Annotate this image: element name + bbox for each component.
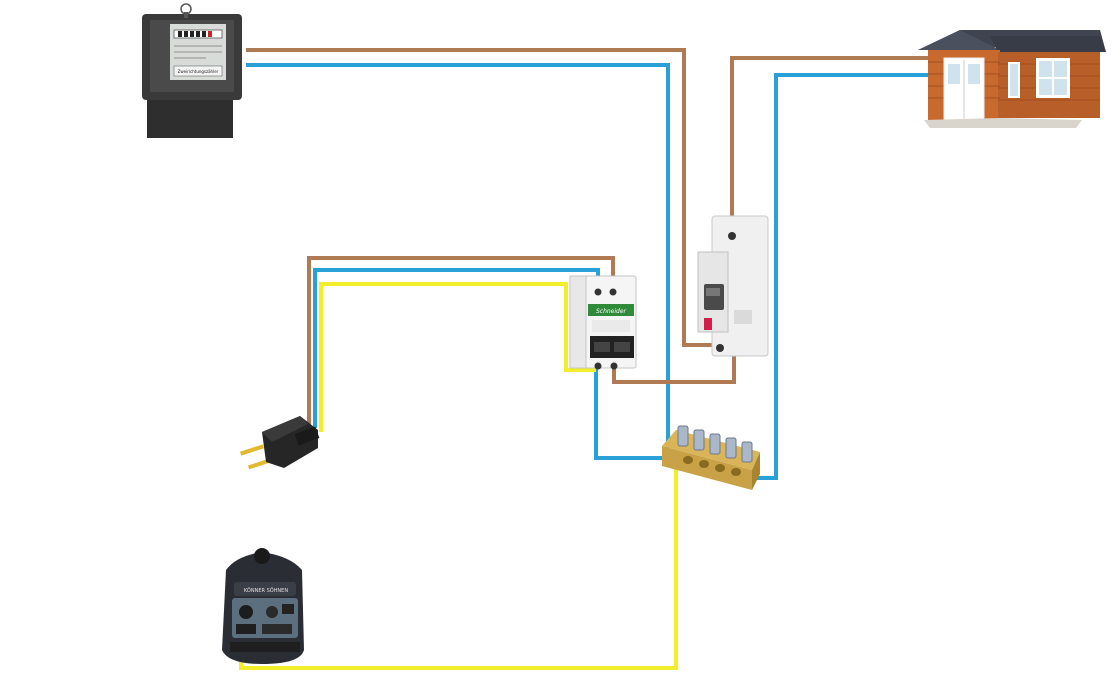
garden-house-icon [918,30,1106,128]
wire-blue-plug-to-double-breaker [313,268,600,428]
wire-yellow-generator-to-busbar [239,462,678,670]
double-breaker-brand: Schneider [596,308,627,315]
wire-brown-plug-to-double-breaker [307,256,615,428]
meter-label: Zweirichtungszähler [178,69,219,74]
schuko-plug-icon [239,416,320,470]
terminal-bus-bar-icon [662,425,760,490]
wire-yellow-plug-to-double-breaker [319,282,596,432]
electricity-meter-icon: Zweirichtungszähler [142,3,242,138]
inverter-generator-icon: KÖNNER SÖHNEN [222,548,304,664]
wire-blue-meter-to-busbar [246,63,670,460]
wires [239,48,928,670]
wire-blue-double-breaker-to-busbar [594,368,668,460]
wire-blue-house-to-busbar [742,73,928,480]
wire-brown-meter-to-breaker [246,48,718,347]
wire-brown-breaker-to-double-breaker [612,350,736,384]
single-pole-circuit-breaker-icon [697,215,769,357]
generator-brand: KÖNNER SÖHNEN [244,587,288,594]
two-pole-circuit-breaker-icon: Schneider [569,275,637,370]
wire-brown-house-to-breaker [730,56,928,238]
